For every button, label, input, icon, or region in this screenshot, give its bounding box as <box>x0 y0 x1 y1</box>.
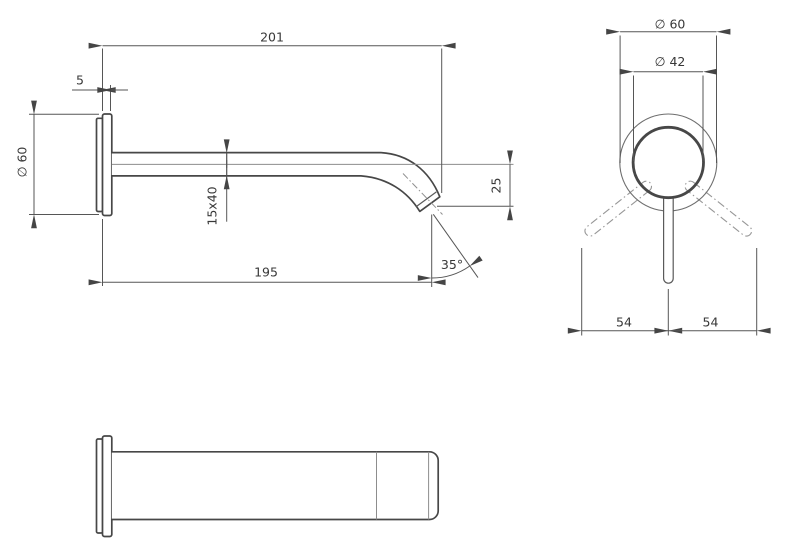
dim-total-length-label: 201 <box>260 30 284 45</box>
dim-ring-diameter-label: ∅ 42 <box>655 54 686 69</box>
dim-plate-diameter-label: ∅ 60 <box>655 16 686 31</box>
handle-phantom-left <box>584 180 653 237</box>
handle-phantom-right <box>684 180 753 237</box>
dim-length-to-outlet-label: 195 <box>254 265 278 280</box>
flange-plate-plan <box>101 435 113 538</box>
dim-offset-left-label: 54 <box>616 315 632 330</box>
outlet-rim-line <box>416 191 437 207</box>
dim-spout-section-label: 15x40 <box>205 186 220 225</box>
flange-plate <box>101 113 113 217</box>
dim-offset-right-label: 54 <box>703 315 719 330</box>
spout-outline <box>110 151 441 213</box>
side-view: 201 5 ∅ 60 15x40 25 195 35° <box>15 30 514 287</box>
dim-flange-diameter-label: ∅ 60 <box>15 147 30 178</box>
front-view: ∅ 60 ∅ 42 54 54 <box>567 16 771 336</box>
outlet-centerline <box>402 173 443 215</box>
spout-body-plan <box>110 450 440 521</box>
dim-arc-outlet-angle <box>417 255 483 281</box>
handle-stem <box>663 197 674 284</box>
handle-stem-fill <box>663 196 674 284</box>
dim-plate-thickness-label: 5 <box>76 73 84 88</box>
bottom-view <box>95 435 440 538</box>
handle-ring <box>631 125 705 200</box>
dim-outlet-angle-label: 35° <box>441 257 463 272</box>
dim-outlet-drop-label: 25 <box>489 178 504 194</box>
